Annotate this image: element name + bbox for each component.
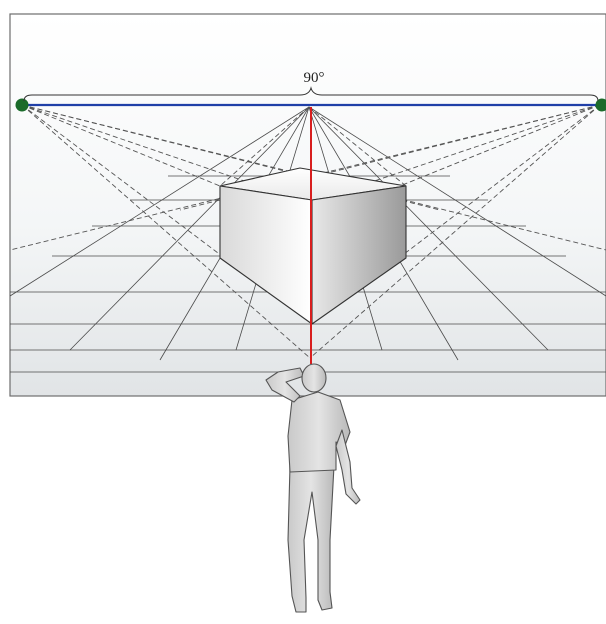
grid-receding-line [308,106,606,297]
construction-line [9,104,601,251]
construction-line [219,106,310,187]
viewer-head [301,363,327,393]
viewer-figure-icon [265,363,361,613]
construction-line [311,104,601,325]
construction-line [308,106,407,187]
grid-receding-line [308,106,549,351]
construction-line [317,104,601,201]
left-vanishing-point-icon [15,98,29,112]
cube [219,167,407,325]
construction-line [21,104,221,187]
right-vanishing-point-icon [595,98,606,112]
construction-line [21,104,313,325]
angle-label: 90° [304,70,325,86]
viewer-raised-arm [265,367,305,403]
construction-line [309,104,601,359]
grid-receding-line [9,106,310,297]
construction-line [399,104,601,187]
viewer-lowered-arm [335,429,361,505]
angle-brace [23,86,599,102]
grid-receding-line [69,106,310,351]
viewer-legs [287,465,335,613]
